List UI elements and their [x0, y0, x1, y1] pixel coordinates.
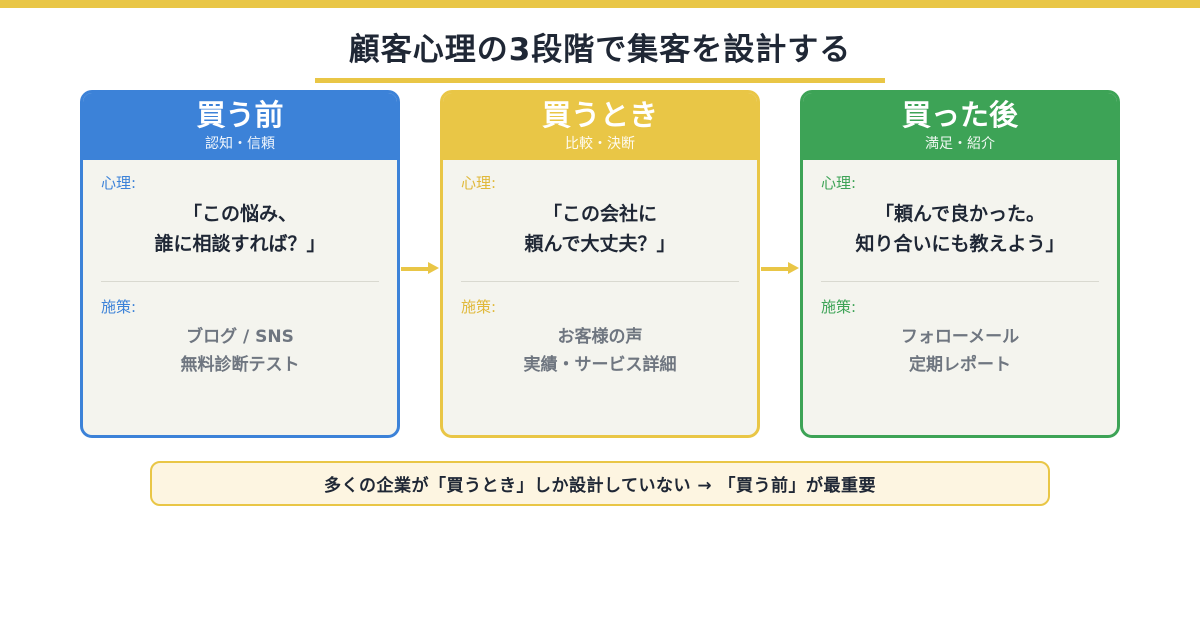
- psychology-quote: 「頼んで良かった。 知り合いにも教えよう」: [821, 199, 1099, 261]
- stage-card-header: 買った後 満足・紹介: [803, 93, 1117, 160]
- measure-item: 無料診断テスト: [180, 355, 300, 376]
- section-divider: [461, 281, 739, 282]
- header: 顧客心理の3段階で集客を設計する: [0, 24, 1200, 83]
- measure-item: フォローメール: [900, 327, 1020, 347]
- stage-subtitle: 認知・信頼: [205, 136, 275, 153]
- stage-title: 買った後: [901, 98, 1018, 132]
- psychology-label: 心理:: [821, 174, 857, 192]
- stage-card-header: 買う前 認知・信頼: [83, 93, 397, 160]
- stage-title: 買うとき: [541, 98, 658, 132]
- stage-card-before-buying: 買う前 認知・信頼 心理: 「この悩み、 誰に相談すれば？」 施策: ブログ /…: [80, 90, 400, 438]
- title-underline: [315, 78, 885, 83]
- psychology-quote: 「この会社に 頼んで大丈夫？」: [461, 199, 739, 261]
- arrow-right-icon: [761, 262, 799, 274]
- psychology-quote-line2: 知り合いにも教えよう」: [855, 233, 1065, 256]
- measures-list: フォローメール 定期レポート: [821, 323, 1099, 379]
- measures-label: 施策:: [101, 298, 137, 316]
- measures-list: お客様の声 実績・サービス詳細: [461, 323, 739, 379]
- arrow-shaft: [401, 266, 431, 271]
- psychology-quote-line2: 頼んで大丈夫？」: [524, 233, 676, 256]
- measure-item: ブログ / SNS: [186, 327, 294, 347]
- arrow-shaft: [761, 266, 791, 271]
- arrow-head: [428, 262, 439, 274]
- psychology-quote-line1: 「頼んで良かった。: [874, 203, 1046, 225]
- measures-label: 施策:: [821, 298, 857, 316]
- stage-card-when-buying: 買うとき 比較・決断 心理: 「この会社に 頼んで大丈夫？」 施策: お客様の声…: [440, 90, 760, 438]
- measure-item: 実績・サービス詳細: [523, 355, 677, 376]
- page-title: 顧客心理の3段階で集客を設計する: [348, 32, 852, 68]
- psychology-quote-line1: 「この会社に: [542, 203, 657, 225]
- psychology-quote-line2: 誰に相談すれば？」: [154, 233, 326, 256]
- measure-item: 定期レポート: [909, 355, 1011, 376]
- key-insight-banner: 多くの企業が「買うとき」しか設計していない → 「買う前」が最重要: [150, 461, 1050, 506]
- stage-subtitle: 比較・決断: [565, 136, 635, 153]
- arrow-head: [788, 262, 799, 274]
- measure-item: お客様の声: [557, 327, 643, 347]
- psychology-label: 心理:: [101, 174, 137, 192]
- stage-card-body: 心理: 「頼んで良かった。 知り合いにも教えよう」 施策: フォローメール 定期…: [803, 160, 1117, 379]
- psychology-label: 心理:: [461, 174, 497, 192]
- stage-card-after-buying: 買った後 満足・紹介 心理: 「頼んで良かった。 知り合いにも教えよう」 施策:…: [800, 90, 1120, 438]
- stage-card-header: 買うとき 比較・決断: [443, 93, 757, 160]
- key-insight-text: 多くの企業が「買うとき」しか設計していない → 「買う前」が最重要: [323, 476, 877, 496]
- psychology-quote: 「この悩み、 誰に相談すれば？」: [101, 199, 379, 261]
- top-accent-bar: [0, 0, 1200, 8]
- measures-list: ブログ / SNS 無料診断テスト: [101, 323, 379, 379]
- psychology-quote-line1: 「この悩み、: [182, 203, 297, 225]
- stage-title: 買う前: [196, 98, 284, 132]
- stage-subtitle: 満足・紹介: [925, 136, 995, 153]
- stage-card-body: 心理: 「この会社に 頼んで大丈夫？」 施策: お客様の声 実績・サービス詳細: [443, 160, 757, 379]
- section-divider: [821, 281, 1099, 282]
- stage-card-body: 心理: 「この悩み、 誰に相談すれば？」 施策: ブログ / SNS 無料診断テ…: [83, 160, 397, 379]
- section-divider: [101, 281, 379, 282]
- measures-label: 施策:: [461, 298, 497, 316]
- arrow-right-icon: [401, 262, 439, 274]
